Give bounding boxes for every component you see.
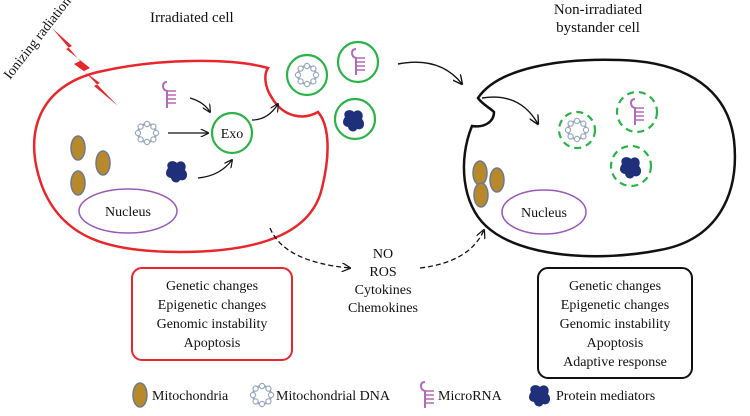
bystander-effect-4: Apoptosis [587,336,644,351]
nucleus-bystander [501,189,587,235]
legend-microrna-icon [420,381,435,409]
signal-chemokines: Chemokines [348,301,418,316]
irradiated-effect-2: Epigenetic changes [158,298,266,313]
legend-protein-mediators-label: Protein mediators [556,389,655,404]
signal-ros: ROS [369,265,396,280]
legend-mitochondrial-dna-label: Mitochondrial DNA [276,389,391,404]
bystander-effect-5: Adaptive response [563,355,667,370]
legend-microrna-label: MicroRNA [438,389,503,404]
mitochondria-icon [70,135,86,161]
bystander-effect-1: Genetic changes [569,279,661,294]
bystander-effects-box [537,267,693,379]
arrow-uptake [481,96,538,124]
irradiated-cell-title: Irradiated cell [150,10,234,26]
nucleus-label-right: Nucleus [521,206,567,221]
mitochondria-icon [473,182,489,208]
legend-mitochondria-label: Mitochondria [152,389,229,404]
mitochondria-icon [95,150,111,176]
bystander-cell-membrane [462,58,737,258]
irradiated-cell-membrane [32,59,329,254]
bystander-cell-title-line1: Non-irradiated [554,2,643,18]
legend: Mitochondria Mitochondrial DNA MicroRNA … [132,381,655,409]
dashed-arrow-to-signals [269,227,350,268]
microrna-icon [162,81,177,109]
mitochondria-icon [489,167,505,193]
mitochondria-icon [472,160,488,186]
bystander-cell-title-line2: bystander cell [556,20,640,36]
irradiated-effect-4: Apoptosis [184,336,241,351]
exosome [210,111,254,155]
legend-mitochondria-icon [132,382,148,408]
lightning-bolt-icon [52,28,118,106]
bystander-effect-2: Epigenetic changes [561,298,669,313]
arrow-exo-out [251,104,278,121]
arrow-mirna-to-exo [189,97,210,112]
irradiated-effect-1: Genetic changes [166,279,258,294]
signal-no: NO [373,247,393,262]
protein-mediator-icon [166,161,188,183]
nucleus-label-left: Nucleus [105,205,151,220]
mitochondrial-dna-icon [134,120,160,146]
arrow-exosomes-to-bystander [397,61,462,84]
released-exosome-dna [285,53,329,97]
legend-mitochondrial-dna-icon [249,382,275,408]
legend-protein-mediator-icon [529,385,551,407]
internalized-exosome-dna [557,110,597,150]
arrow-protein-to-exo [197,160,232,179]
dashed-arrow-to-bystander [419,230,484,269]
irradiated-effect-3: Genomic instability [157,317,268,332]
exo-label: Exo [221,127,244,142]
nucleus-irradiated [78,188,178,234]
mitochondria-icon [70,170,86,196]
bystander-effect-3: Genomic instability [560,317,671,332]
irradiated-effects-box [131,267,293,361]
signal-cytokines: Cytokines [355,283,412,298]
